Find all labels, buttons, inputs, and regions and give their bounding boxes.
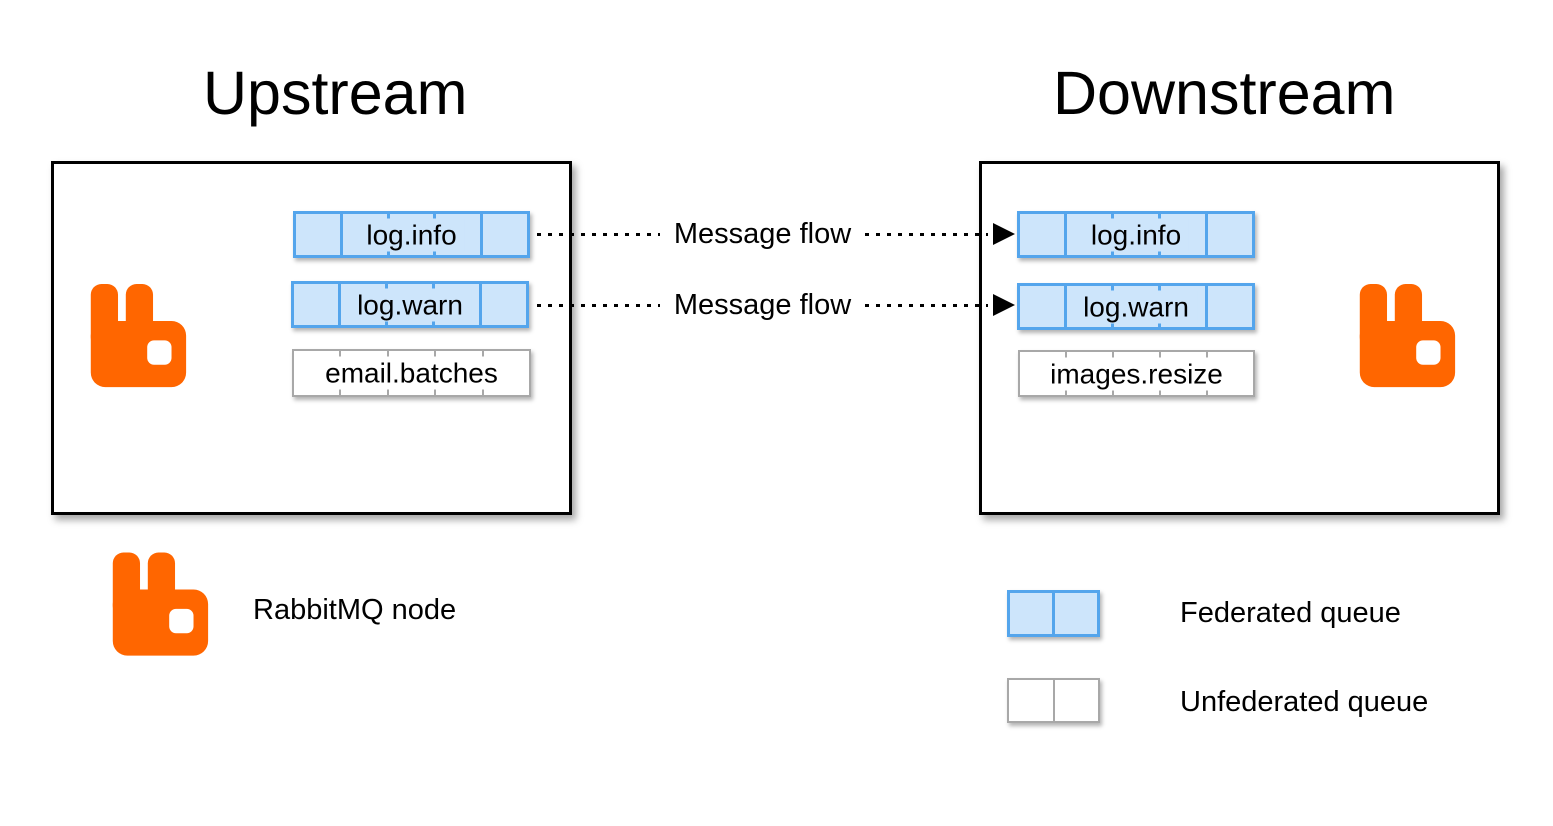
queue-label: email.batches	[317, 356, 506, 390]
upstream-title: Upstream	[203, 59, 468, 127]
arrowhead-icon	[993, 223, 1015, 245]
message-flow-label: Message flow	[673, 217, 852, 250]
rabbitmq-logo-icon	[1352, 283, 1459, 392]
message-flow-row-2: Message flow	[537, 285, 1015, 325]
legend-unfederated-queue-label: Unfederated queue	[1180, 686, 1429, 718]
dotted-line	[865, 232, 988, 236]
dotted-line	[537, 232, 660, 236]
upstream-queue-log-info: log.info	[293, 211, 530, 258]
legend-federated-queue-swatch	[1007, 590, 1100, 637]
downstream-title: Downstream	[1053, 59, 1396, 127]
legend-unfederated-queue-swatch	[1007, 678, 1100, 723]
queue-cells	[1010, 593, 1097, 634]
rabbitmq-logo-icon	[83, 283, 190, 392]
queue-label: log.warn	[1075, 290, 1197, 323]
upstream-queue-log-warn: log.warn	[291, 281, 529, 328]
dotted-line	[865, 303, 988, 307]
queue-cells	[1009, 680, 1098, 721]
queue-label: images.resize	[1042, 357, 1231, 390]
upstream-queue-email-batches: email.batches	[292, 349, 531, 397]
queue-label: log.warn	[349, 288, 471, 321]
downstream-queue-log-warn: log.warn	[1017, 283, 1255, 330]
queue-label: log.info	[1082, 218, 1190, 251]
arrowhead-icon	[993, 294, 1015, 316]
downstream-queue-images-resize: images.resize	[1018, 350, 1255, 397]
downstream-queue-log-info: log.info	[1017, 211, 1255, 258]
dotted-line	[537, 303, 660, 307]
message-flow-label: Message flow	[673, 288, 852, 321]
legend-rabbitmq-node-label: RabbitMQ node	[253, 594, 457, 626]
queue-label: log.info	[358, 218, 465, 251]
message-flow-row-1: Message flow	[537, 214, 1015, 254]
rabbitmq-logo-icon	[105, 552, 212, 660]
legend-federated-queue-label: Federated queue	[1180, 597, 1401, 629]
